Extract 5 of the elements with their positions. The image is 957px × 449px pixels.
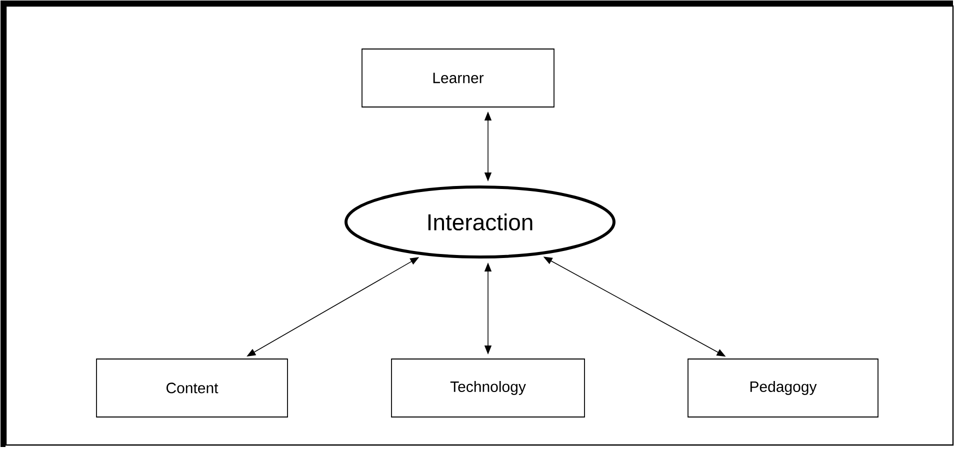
process-box: Technology (391, 358, 585, 418)
process-box: Content (96, 358, 288, 418)
process-box: Learner (362, 48, 554, 108)
process-box: Pedagogy (688, 358, 878, 418)
ellipse-node: Interaction (344, 186, 616, 258)
